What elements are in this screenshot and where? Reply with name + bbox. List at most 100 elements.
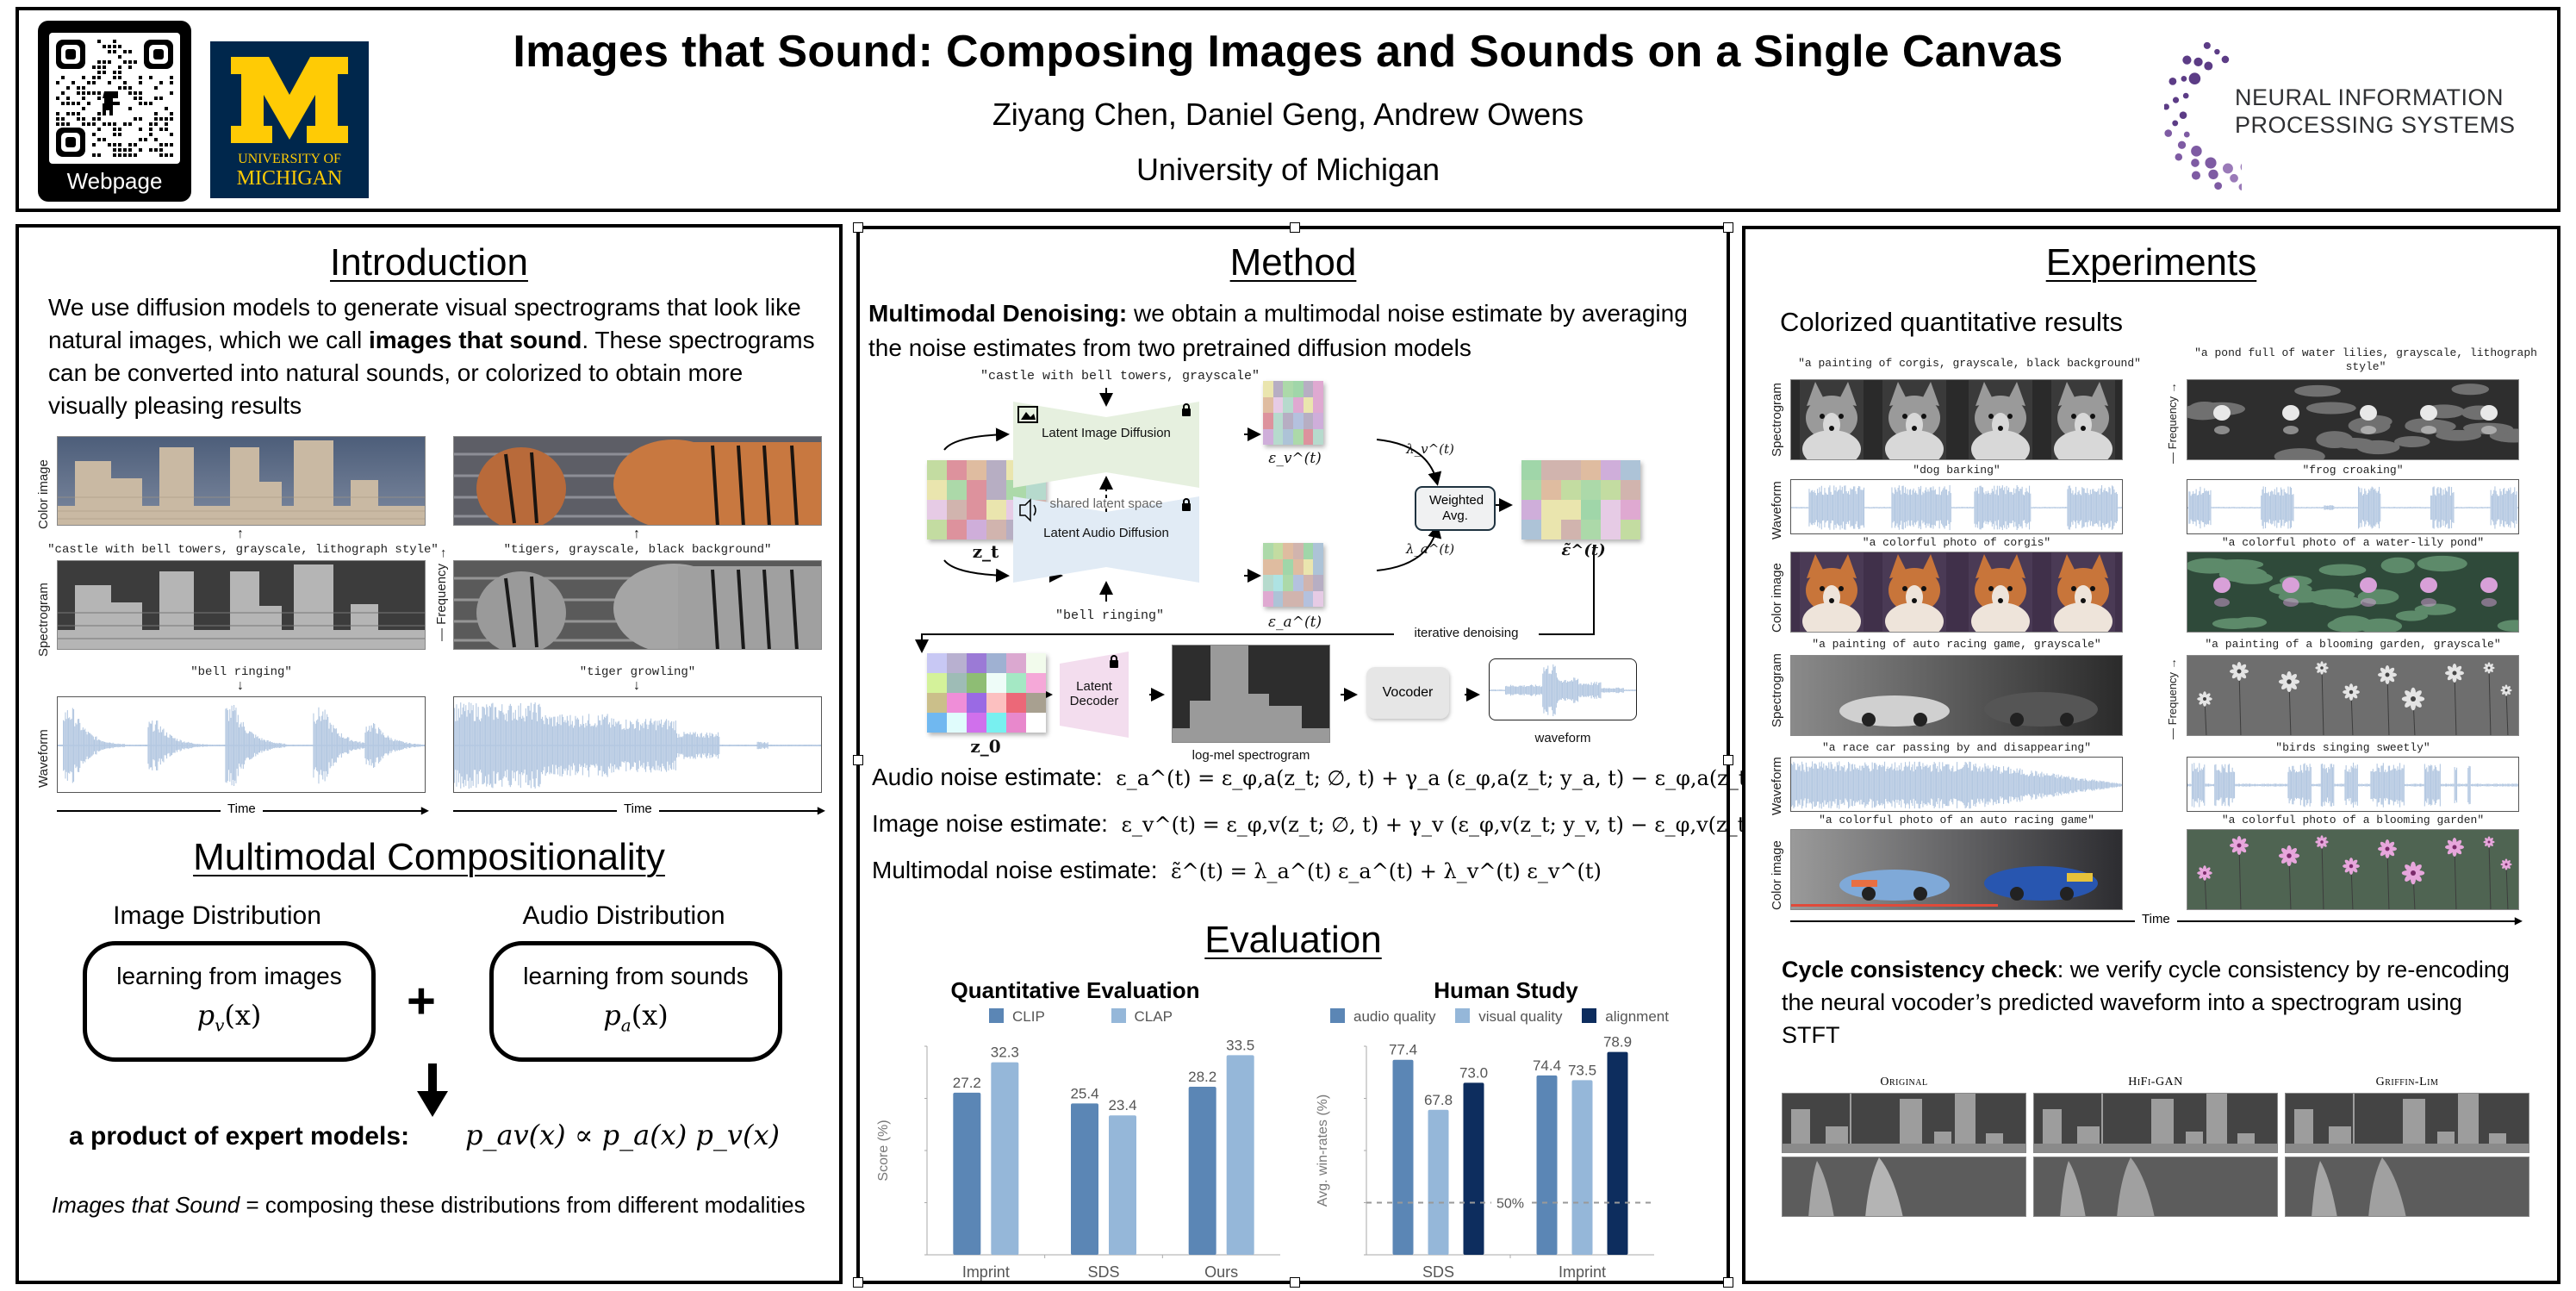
x-tick-label: Imprint [962, 1263, 1010, 1281]
castle-color-svg [58, 437, 425, 525]
cycle-consistency-text: Cycle consistency check: we verify cycle… [1782, 953, 2523, 1051]
legend-item-clip: CLIP [989, 1008, 1045, 1025]
arrow-right-icon: ▶ [420, 804, 429, 816]
compositionality-title: Multimodal Compositionality [193, 836, 665, 878]
bar-sds-audio-quality [1392, 1059, 1414, 1255]
experiments-title: Experiments [2045, 241, 2257, 284]
legend-item-visual-quality: visual quality [1455, 1008, 1563, 1025]
noise-cell [927, 460, 947, 480]
noise-cell [1521, 520, 1541, 539]
noise-cell [1293, 381, 1304, 397]
resize-handle[interactable] [1723, 755, 1733, 765]
latent-cell [986, 713, 1006, 733]
corgi-spectrogram-svg [1791, 380, 2122, 459]
noise-cell [1581, 500, 1601, 520]
noise-cell [927, 500, 947, 520]
label-eps-a: ε_a^(t) [1267, 614, 1322, 631]
latent-cell [967, 693, 986, 713]
chart-title-human-study: Human Study [1434, 977, 1578, 1003]
arrow-up-icon: ↑ [237, 527, 244, 541]
data-label: 33.5 [1226, 1037, 1254, 1053]
method-diagram-arrows [915, 388, 1595, 702]
noise-cell [1293, 575, 1304, 591]
equation-multimodal-formula: ε̃^(t) = λ_a^(t) ε_a^(t) + λ_v^(t) ε_v^(… [1171, 859, 1602, 883]
noise-cell [1601, 500, 1621, 520]
cycle-castle-spectrogram [1782, 1093, 2026, 1153]
arrow-right-icon: ▶ [2514, 914, 2523, 926]
noise-cell [1561, 460, 1581, 480]
noise-estimate-audio-grid [1263, 543, 1323, 607]
tiger-audio-prompt: "tiger growling" [579, 665, 696, 679]
qr-code-card[interactable]: Webpage [38, 21, 191, 202]
row-label-waveform: Waveform [36, 729, 51, 788]
noise-cell [1272, 428, 1284, 445]
lily-spectrogram-svg [2187, 380, 2518, 459]
noise-estimate-combined-grid [1521, 460, 1640, 539]
latent-cell [967, 713, 986, 733]
racing-audio-prompt: "a race car passing by and disappearing" [1821, 741, 2092, 754]
latent-cell [927, 673, 947, 693]
cycle-column-griffin-lim: Griffin-Lim [2375, 1076, 2439, 1088]
summary-italic: Images that Sound [52, 1192, 240, 1218]
resize-handle[interactable] [853, 1277, 863, 1288]
label-zt: z_t [972, 541, 999, 562]
data-label: 28.2 [1188, 1069, 1216, 1085]
chart-title-quantitative: Quantitative Evaluation [950, 977, 1200, 1003]
castle-color-image [57, 436, 426, 526]
noise-cell [1263, 396, 1273, 413]
latent-cell [986, 673, 1006, 693]
waveform-label: waveform [1534, 731, 1591, 745]
bar-sds-visual-quality [1428, 1109, 1449, 1255]
noise-cell [1293, 413, 1304, 429]
noise-cell [1283, 381, 1293, 397]
garden-spectrogram-prompt: "a painting of a blooming garden, graysc… [2205, 638, 2501, 651]
equation-image-label: Image noise estimate: [872, 810, 1108, 837]
resize-handle[interactable] [853, 755, 863, 765]
corgi-color-svg [1791, 552, 2122, 632]
tiger-waveform-svg [454, 702, 821, 789]
resize-handle[interactable] [1723, 222, 1733, 233]
introduction-text: We use diffusion models to generate visu… [48, 291, 824, 422]
method-lead-bold: Multimodal Denoising: [868, 300, 1128, 327]
legend-swatch [1111, 1008, 1126, 1023]
noise-cell [1272, 558, 1284, 575]
resize-handle[interactable] [1290, 222, 1300, 233]
weighted-average-box: Weighted Avg. [1415, 486, 1496, 531]
intro-text-bold: images that sound [368, 327, 582, 353]
noise-cell [1521, 480, 1541, 500]
resize-handle[interactable] [853, 222, 863, 233]
garden-spectrogram-svg [2187, 656, 2518, 735]
method-waveform [1489, 658, 1637, 720]
equation-image-formula: ε_v^(t) = ε_φ,v(z_t; ∅, t) + γ_v (ε_φ,v(… [1121, 813, 1815, 837]
latent-cell [967, 653, 986, 673]
noise-cell [927, 520, 947, 539]
equation-multimodal-label: Multimodal noise estimate: [872, 857, 1158, 883]
legend-swatch [1455, 1008, 1471, 1023]
diagram-audio-prompt: "bell ringing" [1055, 608, 1165, 623]
method-waveform-svg [1490, 664, 1636, 717]
latent-cell [986, 693, 1006, 713]
noise-cell [1263, 428, 1273, 445]
introduction-title: Introduction [330, 241, 528, 284]
noise-cell [1621, 480, 1640, 500]
lily-color-svg [2187, 552, 2518, 632]
racing-color-image [1790, 829, 2123, 910]
garden-color-prompt: "a colorful photo of a blooming garden" [2221, 814, 2485, 826]
tiger-color-svg [454, 437, 821, 525]
poster-authors: Ziyang Chen, Daniel Geng, Andrew Owens [992, 97, 1584, 132]
noise-cell [1303, 590, 1314, 607]
garden-audio-prompt: "birds singing sweetly" [2275, 741, 2430, 754]
row-label-waveform: Waveform [1770, 757, 1784, 815]
equation-multimodal: Multimodal noise estimate: ε̃^(t) = λ_a^… [872, 857, 1602, 884]
legend-swatch [989, 1008, 1004, 1023]
noise-cell [1581, 480, 1601, 500]
arrow-down-icon: ↓ [237, 678, 244, 693]
noise-cell [1263, 558, 1273, 575]
noise-cell [986, 520, 1006, 539]
intro-text-part1: We use diffusion models to generate visu… [48, 294, 801, 353]
resize-handle[interactable] [1290, 1277, 1300, 1288]
latent-cell [1026, 653, 1046, 673]
noise-cell [1283, 428, 1293, 445]
resize-handle[interactable] [1723, 1277, 1733, 1288]
